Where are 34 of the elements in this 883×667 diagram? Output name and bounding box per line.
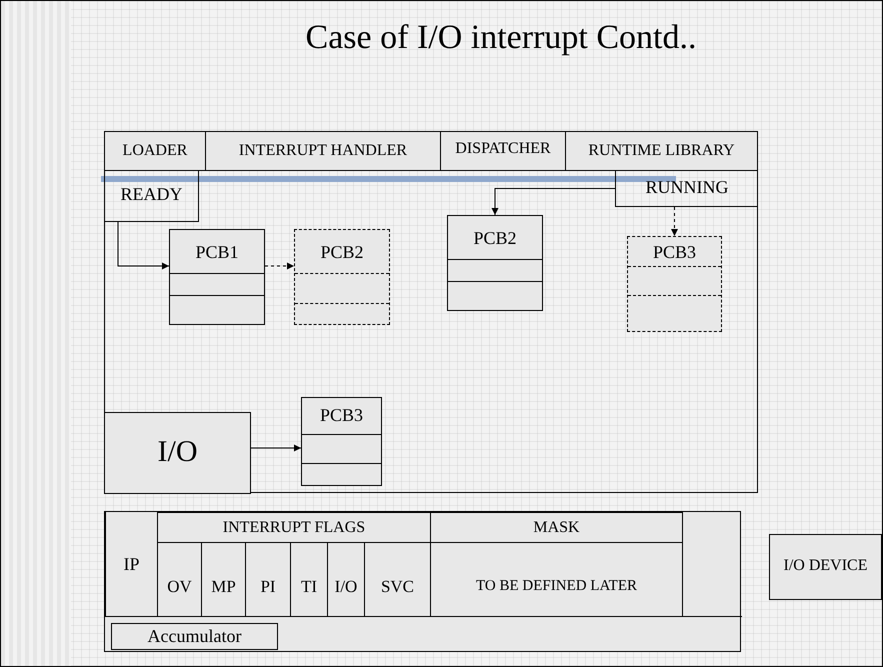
box-label: PCB2 [472,228,518,249]
box-label: PCB2 [319,242,365,263]
box-label: PCB3 [318,405,364,426]
memory-segment [440,131,566,171]
memory-segment [104,131,206,171]
pcb-box [301,397,382,486]
box-label: RUNNING [644,177,730,198]
pcb-box [447,215,543,311]
box-label: I/O DEVICE [782,557,868,575]
pcb-box [294,229,390,325]
box-label: INTERRUPT HANDLER [238,142,408,160]
arrow [492,188,616,216]
register-box [111,623,278,650]
box-label: DISPATCHER [454,140,552,158]
box-label: LOADER [122,142,188,160]
box-label: READY [120,184,184,205]
slide-title: Case of I/O interrupt Contd.. [304,19,698,57]
pcb-box [627,236,722,332]
queue-box [104,170,199,222]
arrow [671,206,678,236]
box-label: Accumulator [146,626,242,647]
device-box [769,534,882,600]
device-box [104,412,251,494]
arrow [250,444,302,452]
memory-segment [205,131,441,171]
memory-segment [565,131,758,171]
pcb-box [169,229,265,325]
box-label: RUNTIME LIBRARY [587,142,736,160]
box-label: I/O [156,435,198,469]
arrow [264,262,294,270]
queue-box [615,170,758,207]
box-label: PCB3 [652,242,698,263]
box-label: PCB1 [194,242,240,263]
arrow [118,222,170,270]
